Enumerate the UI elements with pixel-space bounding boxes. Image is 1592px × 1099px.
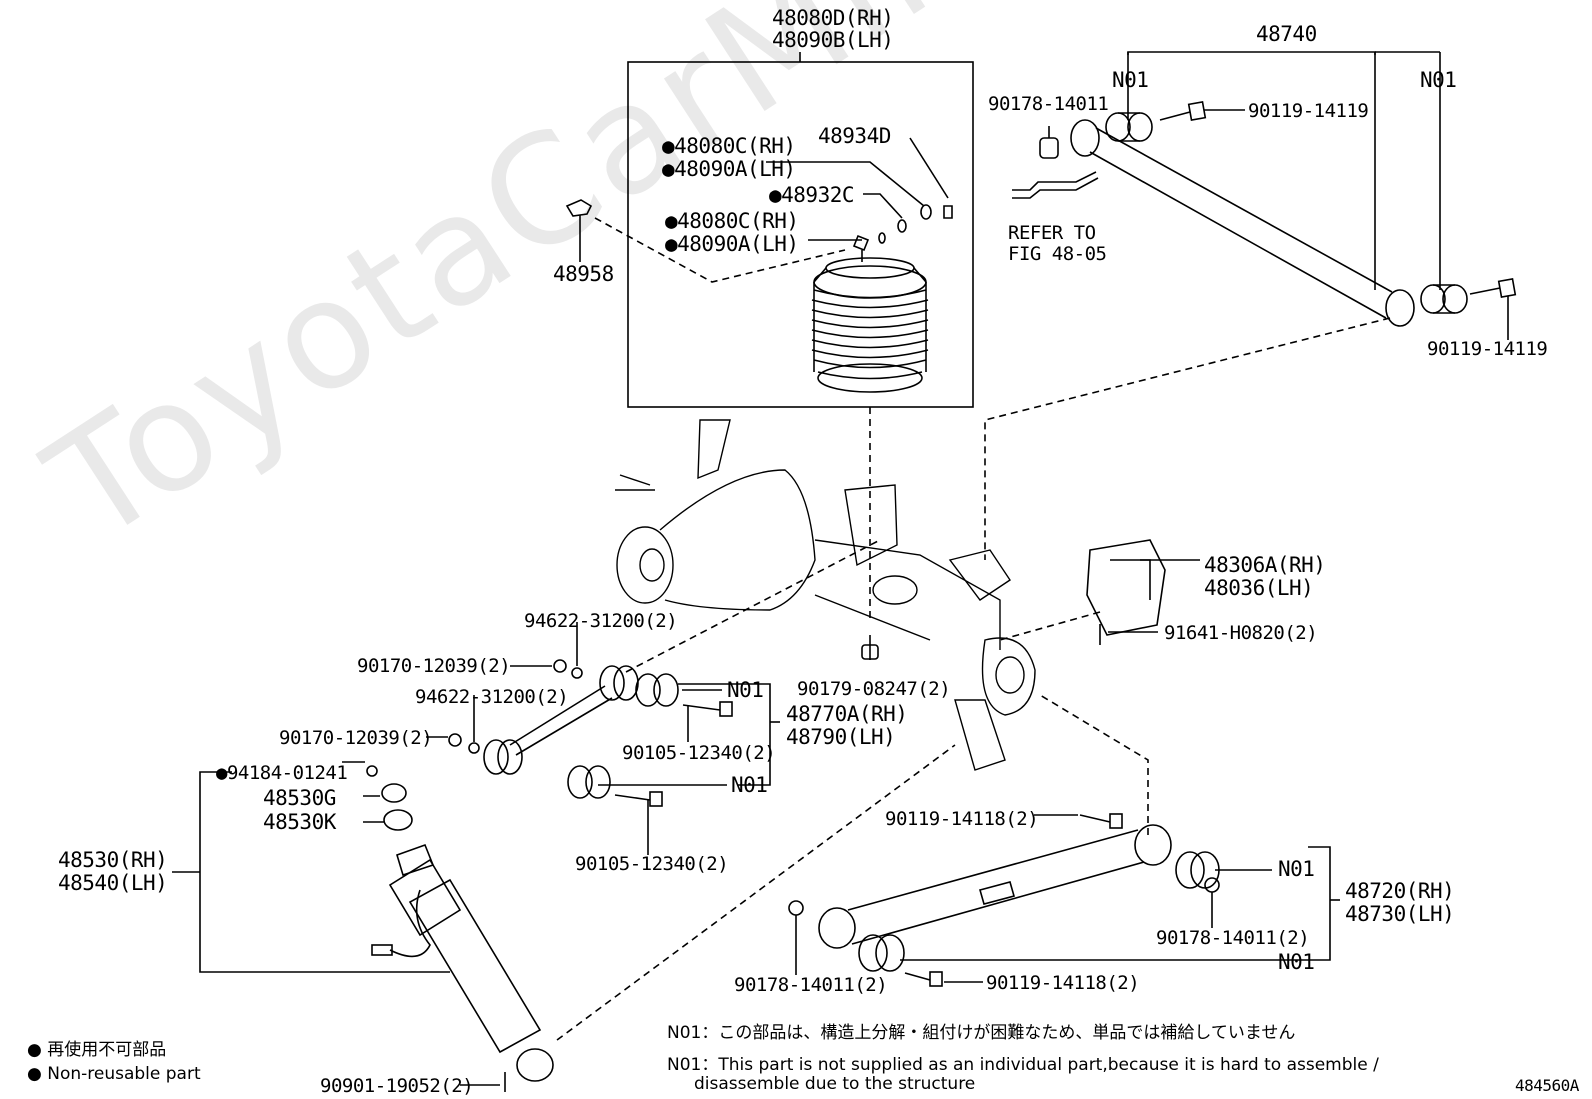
- stabilizer-link-icon: [483, 665, 679, 799]
- note-jp: N01：この部品は、構造上分解・組付けが困難なため、単品では補給していません: [667, 1023, 1296, 1043]
- label-n01-d: N01: [731, 773, 768, 797]
- label-48958[interactable]: 48958: [553, 262, 614, 286]
- label-94184[interactable]: ●94184-01241: [216, 762, 348, 784]
- label-absorber-lh[interactable]: 48540(LH): [58, 871, 168, 895]
- label-94622-a[interactable]: 94622-31200(2): [524, 610, 678, 632]
- label-90119-top[interactable]: 90119-14119: [1248, 100, 1369, 122]
- label-90178-a[interactable]: 90178-14011(2): [1156, 927, 1310, 949]
- label-90178-b[interactable]: 90178-14011(2): [734, 974, 888, 996]
- label-stab-link-rh[interactable]: 48770A(RH): [786, 702, 908, 726]
- label-90119-14118-b[interactable]: 90119-14118(2): [986, 972, 1140, 994]
- label-air-spring-lh[interactable]: 48090B(LH): [772, 28, 894, 52]
- label-refer-to: REFER TO: [1008, 222, 1096, 244]
- label-n01-e: N01: [1278, 857, 1315, 881]
- note-en-2: disassemble due to the structure: [667, 1074, 976, 1094]
- label-90105-b[interactable]: 90105-12340(2): [575, 853, 729, 875]
- label-n01-f: N01: [1278, 950, 1315, 974]
- label-48080c-rh-a[interactable]: ●48080C(RH): [662, 134, 796, 158]
- diagram-id: 484560A: [1515, 1076, 1579, 1095]
- label-48090a-lh-b[interactable]: ●48090A(LH): [665, 232, 799, 256]
- legend-jp: ● 再使用不可部品: [27, 1040, 167, 1060]
- label-94622-b[interactable]: 94622-31200(2): [415, 686, 569, 708]
- label-90170-a[interactable]: 90170-12039(2): [357, 655, 511, 677]
- air-spring-bellows-icon: [811, 234, 929, 393]
- label-90179[interactable]: 90179-08247(2): [797, 678, 951, 700]
- label-bracket-rh[interactable]: 48306A(RH): [1204, 553, 1326, 577]
- label-90901[interactable]: 90901-19052(2): [320, 1075, 474, 1097]
- label-arm-lh[interactable]: 48730(LH): [1345, 902, 1455, 926]
- label-48530k[interactable]: 48530K: [263, 810, 336, 834]
- label-48530g[interactable]: 48530G: [263, 786, 336, 810]
- label-48932c[interactable]: ●48932C: [769, 183, 855, 207]
- label-90119-right[interactable]: 90119-14119: [1427, 338, 1548, 360]
- label-n01-c: N01: [727, 678, 764, 702]
- label-n01-a: N01: [1112, 68, 1149, 92]
- label-lateral-rod[interactable]: 48740: [1256, 22, 1317, 46]
- bushing-icon: [1105, 112, 1468, 314]
- label-stab-link-lh[interactable]: 48790(LH): [786, 725, 896, 749]
- label-refer-fig[interactable]: FIG 48-05: [1008, 243, 1107, 265]
- note-en-1: N01：This part is not supplied as an indi…: [667, 1055, 1379, 1075]
- bracket-icon: [1086, 539, 1166, 636]
- label-91641[interactable]: 91641-H0820(2): [1164, 622, 1318, 644]
- shock-absorber-icon: [371, 783, 554, 1082]
- lateral-rod-icon: [1070, 119, 1415, 327]
- label-absorber-rh[interactable]: 48530(RH): [58, 848, 168, 872]
- label-48090a-lh-a[interactable]: ●48090A(LH): [662, 157, 796, 181]
- label-n01-b: N01: [1420, 68, 1457, 92]
- control-arm-icon: [818, 824, 1220, 972]
- label-bracket-lh[interactable]: 48036(LH): [1204, 576, 1314, 600]
- axle-housing-icon: [615, 419, 1036, 771]
- label-48080c-rh-b[interactable]: ●48080C(RH): [665, 209, 799, 233]
- label-arm-rh[interactable]: 48720(RH): [1345, 879, 1455, 903]
- label-90178-top[interactable]: 90178-14011: [988, 93, 1109, 115]
- label-air-spring-rh[interactable]: 48080D(RH): [772, 6, 894, 30]
- label-90119-14118-a[interactable]: 90119-14118(2): [885, 808, 1039, 830]
- bolt-icon: [1039, 100, 1517, 299]
- label-90170-b[interactable]: 90170-12039(2): [279, 727, 433, 749]
- label-48934d[interactable]: 48934D: [818, 124, 891, 148]
- label-90105-a[interactable]: 90105-12340(2): [622, 742, 776, 764]
- legend-en: ● Non-reusable part: [27, 1064, 201, 1084]
